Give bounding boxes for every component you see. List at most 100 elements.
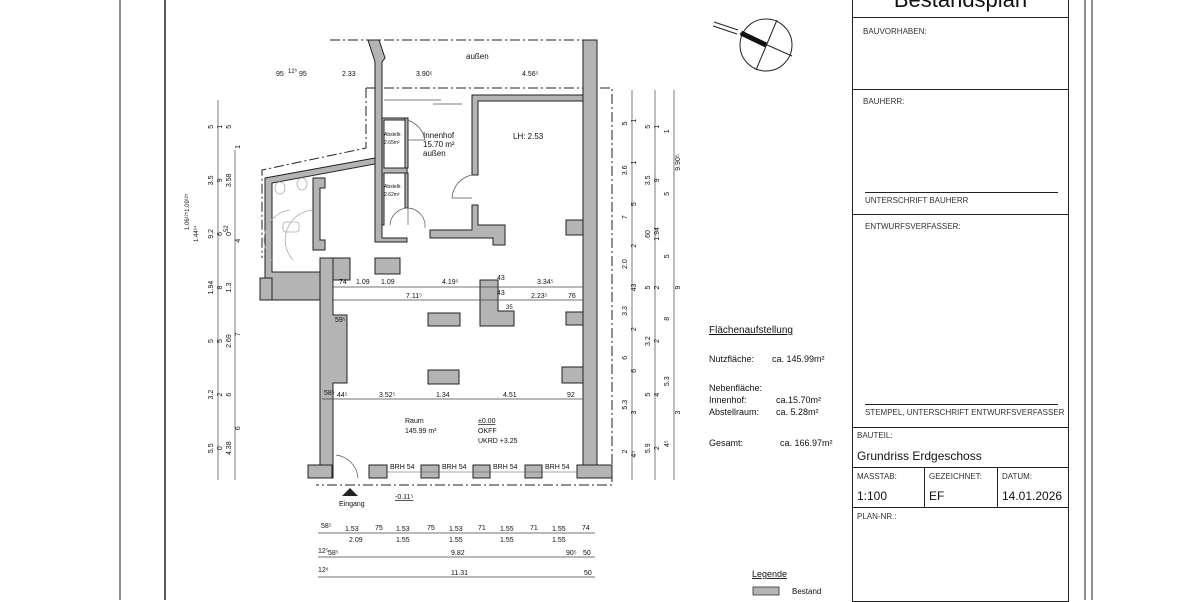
dim-text-vertical: 1.44⁶⁴ <box>193 225 200 242</box>
dim-text: 2.33 <box>342 71 356 78</box>
dim-text-vertical: 2 <box>631 327 638 331</box>
dim-text: 74 <box>582 525 590 532</box>
plan-nr-label: PLAN-NR.: <box>857 512 897 521</box>
masstab-label: MASSTAB: <box>857 472 897 481</box>
window-label: BRH 54 <box>442 464 467 471</box>
dim-text-vertical: 3.2 <box>645 336 652 346</box>
dim-text: 71 <box>478 525 486 532</box>
abstellraum-value: ca. 5.28m² <box>776 407 819 417</box>
dim-text-vertical: 5 <box>664 254 671 258</box>
label-abstell-1: Abstellr. <box>384 132 402 138</box>
bauherr-label: BAUHERR: <box>863 97 905 106</box>
bauteil-value: Grundriss Erdgeschoss <box>857 449 982 463</box>
dim-text: 12⁵ <box>318 548 329 555</box>
dim-text: 1.55 <box>396 537 410 544</box>
dim-text: 1.53 <box>396 526 410 533</box>
nutzflaeche-value: ca. 145.99m² <box>772 354 825 364</box>
dim-text-vertical: 3.6 <box>622 165 629 175</box>
dim-text-vertical: 4⁵ <box>664 440 671 447</box>
dim-text-vertical: 0 <box>226 232 233 236</box>
dim-text-vertical: 5 <box>645 285 652 289</box>
dim-text-vertical: 1.06¹²⁵1.09¹²⁵ <box>184 193 191 230</box>
dim-text: 43 <box>497 290 505 297</box>
dim-text: 3.52⁵ <box>379 392 396 399</box>
label-abstell-2: Abstellr. <box>384 184 402 190</box>
dim-text-vertical: 4 <box>654 393 661 397</box>
dim-text: 1.55 <box>552 526 566 533</box>
dim-text-vertical: 1 <box>631 160 638 164</box>
dim-text: 1.55 <box>500 526 514 533</box>
walls <box>259 39 613 479</box>
bauteil-label: BAUTEIL: <box>857 431 893 440</box>
dim-text: 71 <box>530 525 538 532</box>
entwurfsverfasser-label: ENTWURFSVERFASSER: <box>865 222 961 231</box>
dim-text: 95 <box>276 71 284 78</box>
dim-text: 9.82 <box>451 550 465 557</box>
dim-text-vertical: 5.3 <box>664 376 671 386</box>
dim-text: 75 <box>375 525 383 532</box>
gezeichnet-label: GEZEICHNET: <box>929 472 982 481</box>
dim-text-vertical: 4⁵ <box>631 451 638 458</box>
dim-text-vertical: 5.5 <box>208 443 215 453</box>
legend-heading: Legende <box>752 569 787 579</box>
dim-text-vertical: 2.69 <box>226 334 233 348</box>
innenhof-value: ca.15.70m² <box>776 395 821 405</box>
datum-label: DATUM: <box>1002 472 1033 481</box>
wc-fixtures <box>263 177 313 261</box>
dim-text: 58⁵ <box>321 523 332 530</box>
window-label: BRH 54 <box>390 464 415 471</box>
dim-text-vertical: 1 <box>217 125 224 129</box>
dim-text-vertical: 3.5 <box>645 175 652 185</box>
title-block-heading: Bestandsplan <box>853 0 1068 13</box>
dim-text-vertical: 3 <box>675 410 682 414</box>
dim-text-vertical: 9.90⁵ <box>675 154 682 171</box>
dim-text-vertical: 5 <box>631 202 638 206</box>
dim-text: 58⁵ <box>328 550 339 557</box>
vertical-dimension-texts: 5.53.251.949.23.5502586914.3862.691.303.… <box>184 119 682 458</box>
dim-text: 3.34⁵ <box>537 279 554 286</box>
label-raum: Raum <box>405 418 424 425</box>
abstellraum-label: Abstellraum: <box>709 407 759 417</box>
dim-text: 7.11⁵ <box>406 293 422 300</box>
dim-text-vertical: 5 <box>208 339 215 343</box>
dim-text: 1.53 <box>449 526 463 533</box>
nebenflaeche-label: Nebenfläche: <box>709 383 762 393</box>
dim-text-vertical: 6 <box>226 393 233 397</box>
area-raum: 145.99 m² <box>405 428 437 435</box>
outline-left <box>261 88 367 258</box>
area-abstell-2: 2.62m² <box>384 192 400 198</box>
entrance-level: -0.11⁵ <box>395 494 413 501</box>
area-summary: Flächenaufstellung Nutzfläche: ca. 145.9… <box>709 325 833 448</box>
dim-text-vertical: 1.3 <box>226 283 233 293</box>
dim-text: 12⁶ <box>318 567 329 574</box>
gezeichnet-value: EF <box>929 489 945 503</box>
dim-text: 11.31 <box>451 570 468 577</box>
dim-text: 35 <box>506 305 513 311</box>
dim-text-vertical: 1.94 <box>208 281 215 295</box>
dim-text-vertical: 1.94 <box>654 227 661 241</box>
dim-text-vertical: 8 <box>217 285 224 289</box>
dim-text-vertical: 2 <box>654 446 661 450</box>
dim-text: 50 <box>584 570 592 577</box>
dim-text: 59⁵ <box>335 317 346 324</box>
dim-text-vertical: 2 <box>622 450 629 454</box>
dim-text: 92 <box>567 392 575 399</box>
dim-text-vertical: 5 <box>226 125 233 129</box>
gesamt-label: Gesamt: <box>709 438 743 448</box>
legend: Legende Bestand <box>752 569 821 596</box>
dim-text: 1.55 <box>500 537 514 544</box>
dim-text: 2.09 <box>349 537 363 544</box>
label-eingang: Eingang <box>339 501 365 508</box>
dim-text: 3.90⁵ <box>416 71 433 78</box>
dim-text: 90⁵ <box>566 550 577 557</box>
dim-text-vertical: 3 <box>631 410 638 414</box>
dim-text-vertical: 3.58 <box>226 173 233 187</box>
dim-text: 12⁵ <box>288 68 298 75</box>
area-abstell-1: 2.65m² <box>384 140 400 146</box>
dim-text: 4.56⁵ <box>522 71 539 78</box>
window-label: BRH 54 <box>545 464 570 471</box>
dim-text-vertical: 9 <box>654 178 661 182</box>
nutzflaeche-label: Nutzfläche: <box>709 354 754 364</box>
dim-text-vertical: 7 <box>235 332 242 336</box>
